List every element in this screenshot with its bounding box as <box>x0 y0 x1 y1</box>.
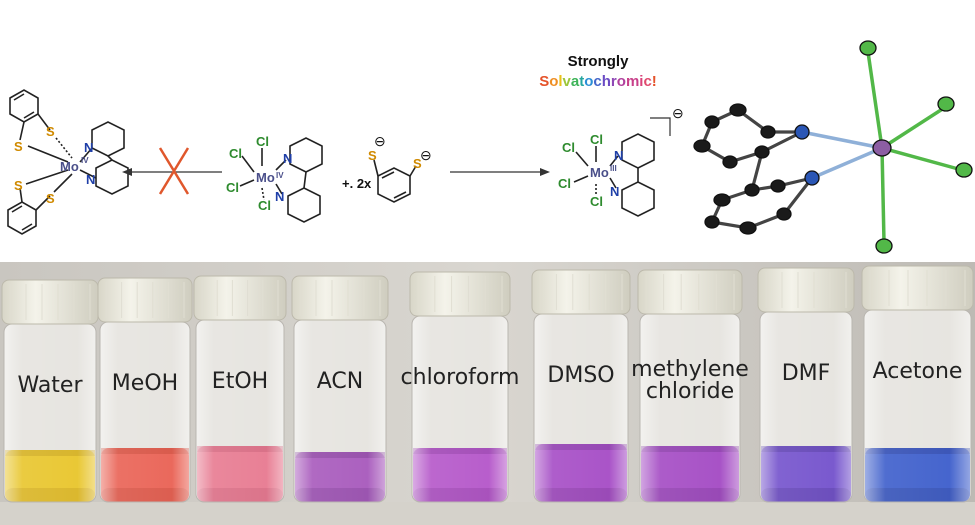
vial: chloroform <box>401 271 520 503</box>
vial-label: EtOH <box>212 369 268 394</box>
reactant-n-atom-1: N <box>283 151 292 166</box>
reaction-scheme: S S S S N N Mo IV Cl Cl Cl Cl N N Mo IV … <box>7 40 973 254</box>
blocked-s-atom-2: S <box>14 139 23 154</box>
blocked-reaction-arrow <box>122 147 222 195</box>
crystal-structure <box>693 40 973 254</box>
reactant-mo-oxidation: IV <box>276 171 284 180</box>
reactant-cl-atom-3: Cl <box>226 180 239 195</box>
reactant-mo-atom: Mo <box>256 170 275 185</box>
product-n-atom-2: N <box>610 184 619 199</box>
reactant-structure: Cl Cl Cl Cl N N Mo IV <box>226 134 323 223</box>
header-subtitle: Solvatochromic! <box>539 73 657 90</box>
vial-label: MeOH <box>112 371 178 396</box>
vial: Water <box>1 279 99 503</box>
vial: EtOH <box>193 275 287 503</box>
vial-label: Acetone <box>873 359 963 384</box>
vial-cap <box>97 277 193 323</box>
vial: DMSO <box>531 269 631 503</box>
reagent-s-atom-2: S <box>413 156 422 171</box>
product-charge: ⊖ <box>672 105 684 121</box>
vial-label: ACN <box>317 369 363 394</box>
vial-cap <box>861 265 974 311</box>
reagent-dithiolate: +. 2x S S ⊖ ⊖ <box>342 133 432 203</box>
blocked-s-atom-3: S <box>14 178 23 193</box>
vial: Acetone <box>861 265 974 503</box>
reagent-multiplier: +. 2x <box>342 176 372 191</box>
vial: MeOH <box>97 277 193 503</box>
product-cl-atom-1: Cl <box>590 132 603 147</box>
product-mo-oxidation: III <box>610 164 617 173</box>
blocked-product-structure: S S S S N N Mo IV <box>7 89 129 235</box>
product-cl-atom-4: Cl <box>590 194 603 209</box>
vial-cap <box>637 269 743 315</box>
product-cl-atom-2: Cl <box>562 140 575 155</box>
product-structure: Cl Cl Cl Cl N N Mo III ⊖ <box>558 105 684 217</box>
vial-label-line: chloride <box>646 379 734 404</box>
reactant-cl-atom-4: Cl <box>258 198 271 213</box>
vial-cap <box>1 279 99 325</box>
reagent-charge-2: ⊖ <box>420 147 432 163</box>
blocked-mo-atom: Mo <box>60 159 79 174</box>
header-title: Strongly <box>568 53 629 70</box>
reagent-s-atom-1: S <box>368 148 377 163</box>
forward-reaction-arrow <box>450 168 550 176</box>
reactant-cl-atom-2: Cl <box>229 146 242 161</box>
vial: DMF <box>757 267 855 503</box>
blocked-n-atom-1: N <box>84 140 93 155</box>
vial-label-line: methylene <box>631 357 749 382</box>
vial-label: chloroform <box>401 365 520 390</box>
vial-cap <box>757 267 855 313</box>
reactant-n-atom-2: N <box>275 189 284 204</box>
vial-cap <box>409 271 511 317</box>
blocked-s-atom-1: S <box>46 124 55 139</box>
product-cl-atom-3: Cl <box>558 176 571 191</box>
blocked-n-atom-2: N <box>86 172 95 187</box>
vial-cap <box>291 275 389 321</box>
vial-label: Water <box>17 373 83 398</box>
solvent-vials-photo: Water MeOH EtOH ACN chloroform DMSO methylenec… <box>0 262 975 525</box>
vial-cap <box>193 275 287 321</box>
vial-cap <box>531 269 631 315</box>
vial-label: DMF <box>782 361 831 386</box>
vial: ACN <box>291 275 389 503</box>
product-mo-atom: Mo <box>590 165 609 180</box>
vial-label: DMSO <box>547 363 614 388</box>
blocked-s-atom-4: S <box>46 191 55 206</box>
vials-row: Water MeOH EtOH ACN chloroform DMSO methylenec… <box>1 265 974 503</box>
blocked-mo-oxidation: IV <box>81 156 89 165</box>
reactant-cl-atom-1: Cl <box>256 134 269 149</box>
product-n-atom-1: N <box>614 148 623 163</box>
reagent-charge-1: ⊖ <box>374 133 386 149</box>
